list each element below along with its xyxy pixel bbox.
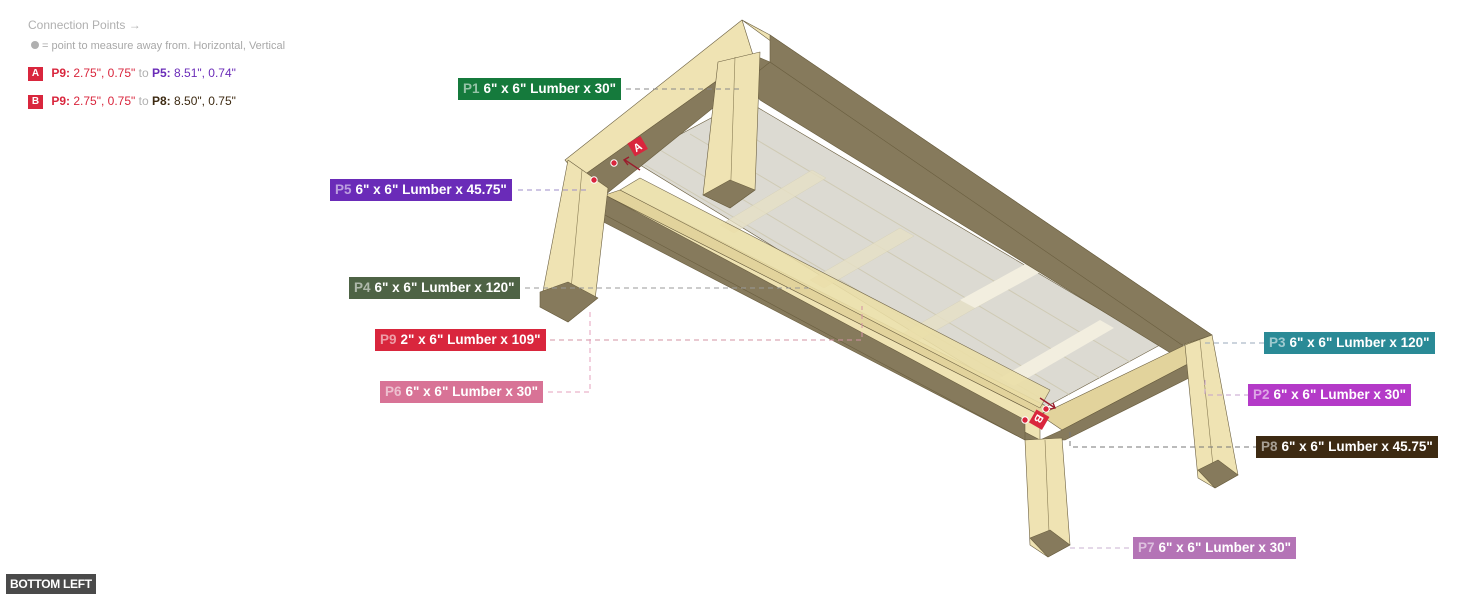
part-desc: 6" x 6" Lumber x 30": [1158, 540, 1292, 555]
part-id: P1: [463, 81, 480, 96]
connection-badge-a: A: [28, 67, 43, 81]
connection-to-value: 8.51", 0.74": [174, 66, 236, 80]
connection-from-value: 2.75", 0.75": [73, 66, 136, 80]
marker-b: B: [1021, 397, 1056, 430]
part-id: P5: [335, 182, 352, 197]
part-desc: 6" x 6" Lumber x 45.75": [1281, 439, 1433, 454]
part-desc: 6" x 6" Lumber x 30": [483, 81, 617, 96]
connection-to-word: to: [138, 66, 149, 80]
marker-a: A: [590, 135, 648, 184]
part-desc: 6" x 6" Lumber x 120": [1289, 335, 1430, 350]
part-id: P4: [354, 280, 371, 295]
part-desc: 6" x 6" Lumber x 120": [374, 280, 515, 295]
connection-points-legend: Connection Points → = point to measure a…: [28, 18, 285, 121]
connection-row-b: B P9: 2.75", 0.75" to P8: 8.50", 0.75": [28, 93, 285, 109]
legend-subtitle: = point to measure away from. Horizontal…: [28, 40, 285, 52]
part-id: P2: [1253, 387, 1270, 402]
legend-subtitle-text: = point to measure away from. Horizontal…: [42, 40, 286, 52]
connection-to-part: P5:: [151, 66, 171, 80]
legend-title: Connection Points →: [28, 18, 141, 32]
connection-from-part: P9:: [51, 66, 71, 80]
part-id: P9: [380, 332, 397, 347]
connection-from-part: P9:: [51, 94, 71, 108]
part-id: P7: [1138, 540, 1155, 555]
part-desc: 6" x 6" Lumber x 30": [1273, 387, 1407, 402]
part-id: P6: [385, 384, 402, 399]
part-desc: 6" x 6" Lumber x 45.75": [355, 182, 507, 197]
connection-badge-b: B: [28, 95, 43, 109]
part-id: P8: [1261, 439, 1278, 454]
connection-from-value: 2.75", 0.75": [73, 94, 136, 108]
connection-to-part: P8:: [151, 94, 171, 108]
connection-to-value: 8.50", 0.75": [174, 94, 236, 108]
board-p9: [619, 177, 1051, 409]
connection-to-word: to: [138, 94, 149, 108]
point-dot-icon: [31, 41, 39, 49]
part-desc: 6" x 6" Lumber x 30": [405, 384, 539, 399]
connection-row-a: A P9: 2.75", 0.75" to P5: 8.51", 0.74": [28, 65, 285, 81]
part-id: P3: [1269, 335, 1286, 350]
view-orientation-label: BOTTOM LEFT: [6, 574, 96, 594]
part-desc: 2" x 6" Lumber x 109": [400, 332, 541, 347]
